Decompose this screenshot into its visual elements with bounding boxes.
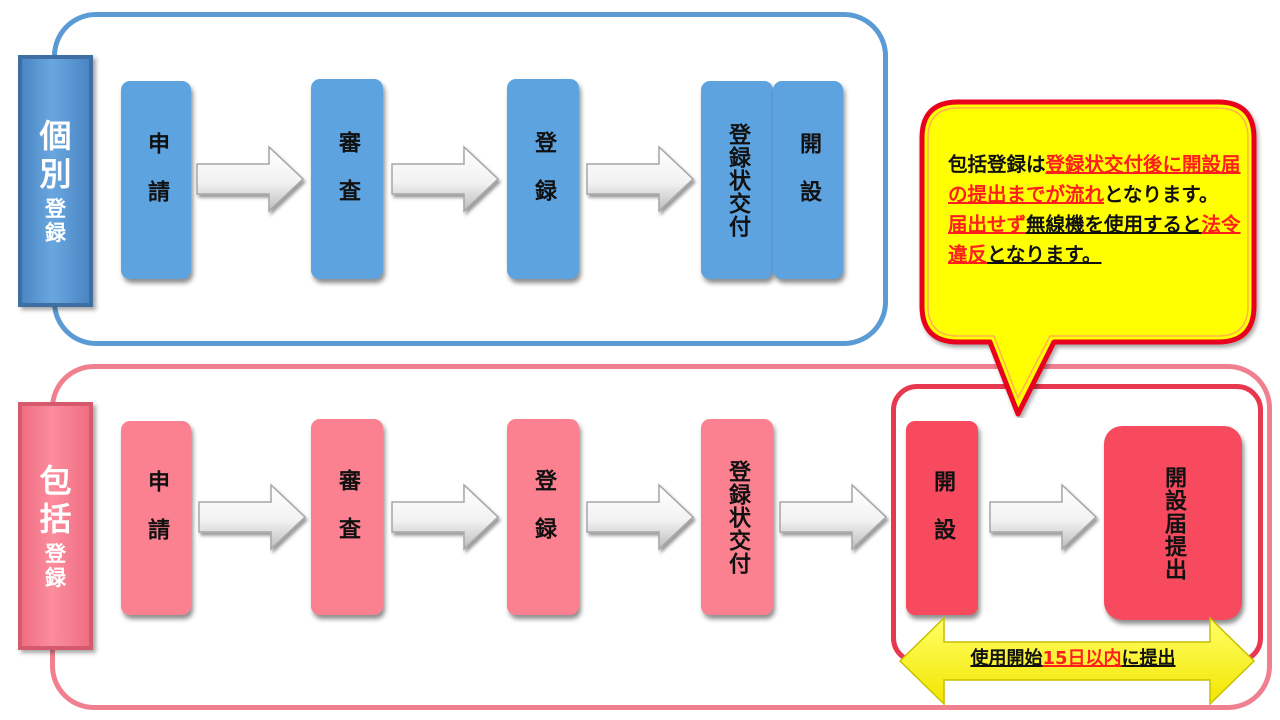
comprehensive-step-license-issued: 登録状交付	[701, 419, 773, 615]
step-label: 開設	[796, 132, 821, 228]
comprehensive-step-application: 申請	[121, 421, 191, 615]
callout-highlight-flow: 登録状交付後に開設届の提出までが流れ	[948, 153, 1241, 206]
individual-registration-label: 個別 登録	[18, 55, 93, 307]
individual-arrow-2	[391, 145, 500, 213]
step-label: 申請	[144, 132, 169, 228]
deadline-double-arrow	[898, 616, 1256, 706]
individual-step-review: 審査	[311, 79, 383, 279]
step-label: 登録状交付	[725, 459, 750, 575]
comprehensive-label-main: 包括	[39, 462, 72, 538]
comprehensive-registration-label: 包括 登録	[18, 402, 93, 650]
step-label: 審査	[335, 469, 360, 565]
step-label: 申請	[144, 470, 169, 566]
comprehensive-step-registration: 登録	[507, 419, 579, 615]
callout-text-segment: 包括登録は	[948, 153, 1046, 176]
comprehensive-arrow-2	[391, 483, 500, 551]
comprehensive-label-sub: 登録	[45, 542, 66, 590]
deadline-text: に提出	[1121, 648, 1176, 669]
comprehensive-step-opening: 開設	[906, 421, 978, 615]
step-label: 登録	[531, 131, 556, 227]
comprehensive-arrow-4	[779, 483, 888, 551]
individual-label-sub: 登録	[45, 197, 66, 245]
individual-step-license-issued: 登録状交付	[701, 81, 773, 279]
step-label: 登録状交付	[725, 122, 750, 238]
comprehensive-step-review: 審査	[311, 419, 383, 615]
individual-step-registration: 登録	[507, 79, 579, 279]
individual-step-application: 申請	[121, 81, 191, 279]
comprehensive-step-opening-notice: 開設届提出	[1104, 426, 1242, 620]
deadline-label: 使用開始15日以内に提出	[918, 646, 1228, 672]
callout-text-segment: 無線機を使用する	[1026, 213, 1183, 236]
step-label: 審査	[335, 131, 360, 227]
comprehensive-arrow-1	[198, 483, 307, 551]
individual-arrow-3	[586, 145, 695, 213]
step-label: 登録	[531, 469, 556, 565]
individual-arrow-1	[196, 145, 305, 213]
step-label: 開設届提出	[1161, 465, 1186, 581]
callout-bubble	[919, 99, 1257, 417]
step-label: 開設	[930, 470, 955, 566]
callout-text-segment: となります。	[987, 243, 1102, 266]
comprehensive-arrow-5	[989, 483, 1098, 551]
callout-highlight-no-notice: 届出せず	[948, 213, 1027, 236]
deadline-text: 使用開始	[970, 648, 1043, 669]
callout-text: 包括登録は登録状交付後に開設届の提出までが流れとなります。 届出せず無線機を使用…	[948, 150, 1248, 270]
individual-step-opening: 開設	[773, 81, 843, 279]
deadline-highlight-days: 15日以内	[1042, 648, 1122, 669]
callout-highlight-violation: 法令違反	[948, 213, 1241, 266]
comprehensive-arrow-3	[586, 483, 695, 551]
callout-text-segment: と	[1182, 213, 1202, 236]
individual-label-main: 個別	[39, 117, 72, 193]
callout-text-segment: となります。	[1104, 183, 1219, 206]
